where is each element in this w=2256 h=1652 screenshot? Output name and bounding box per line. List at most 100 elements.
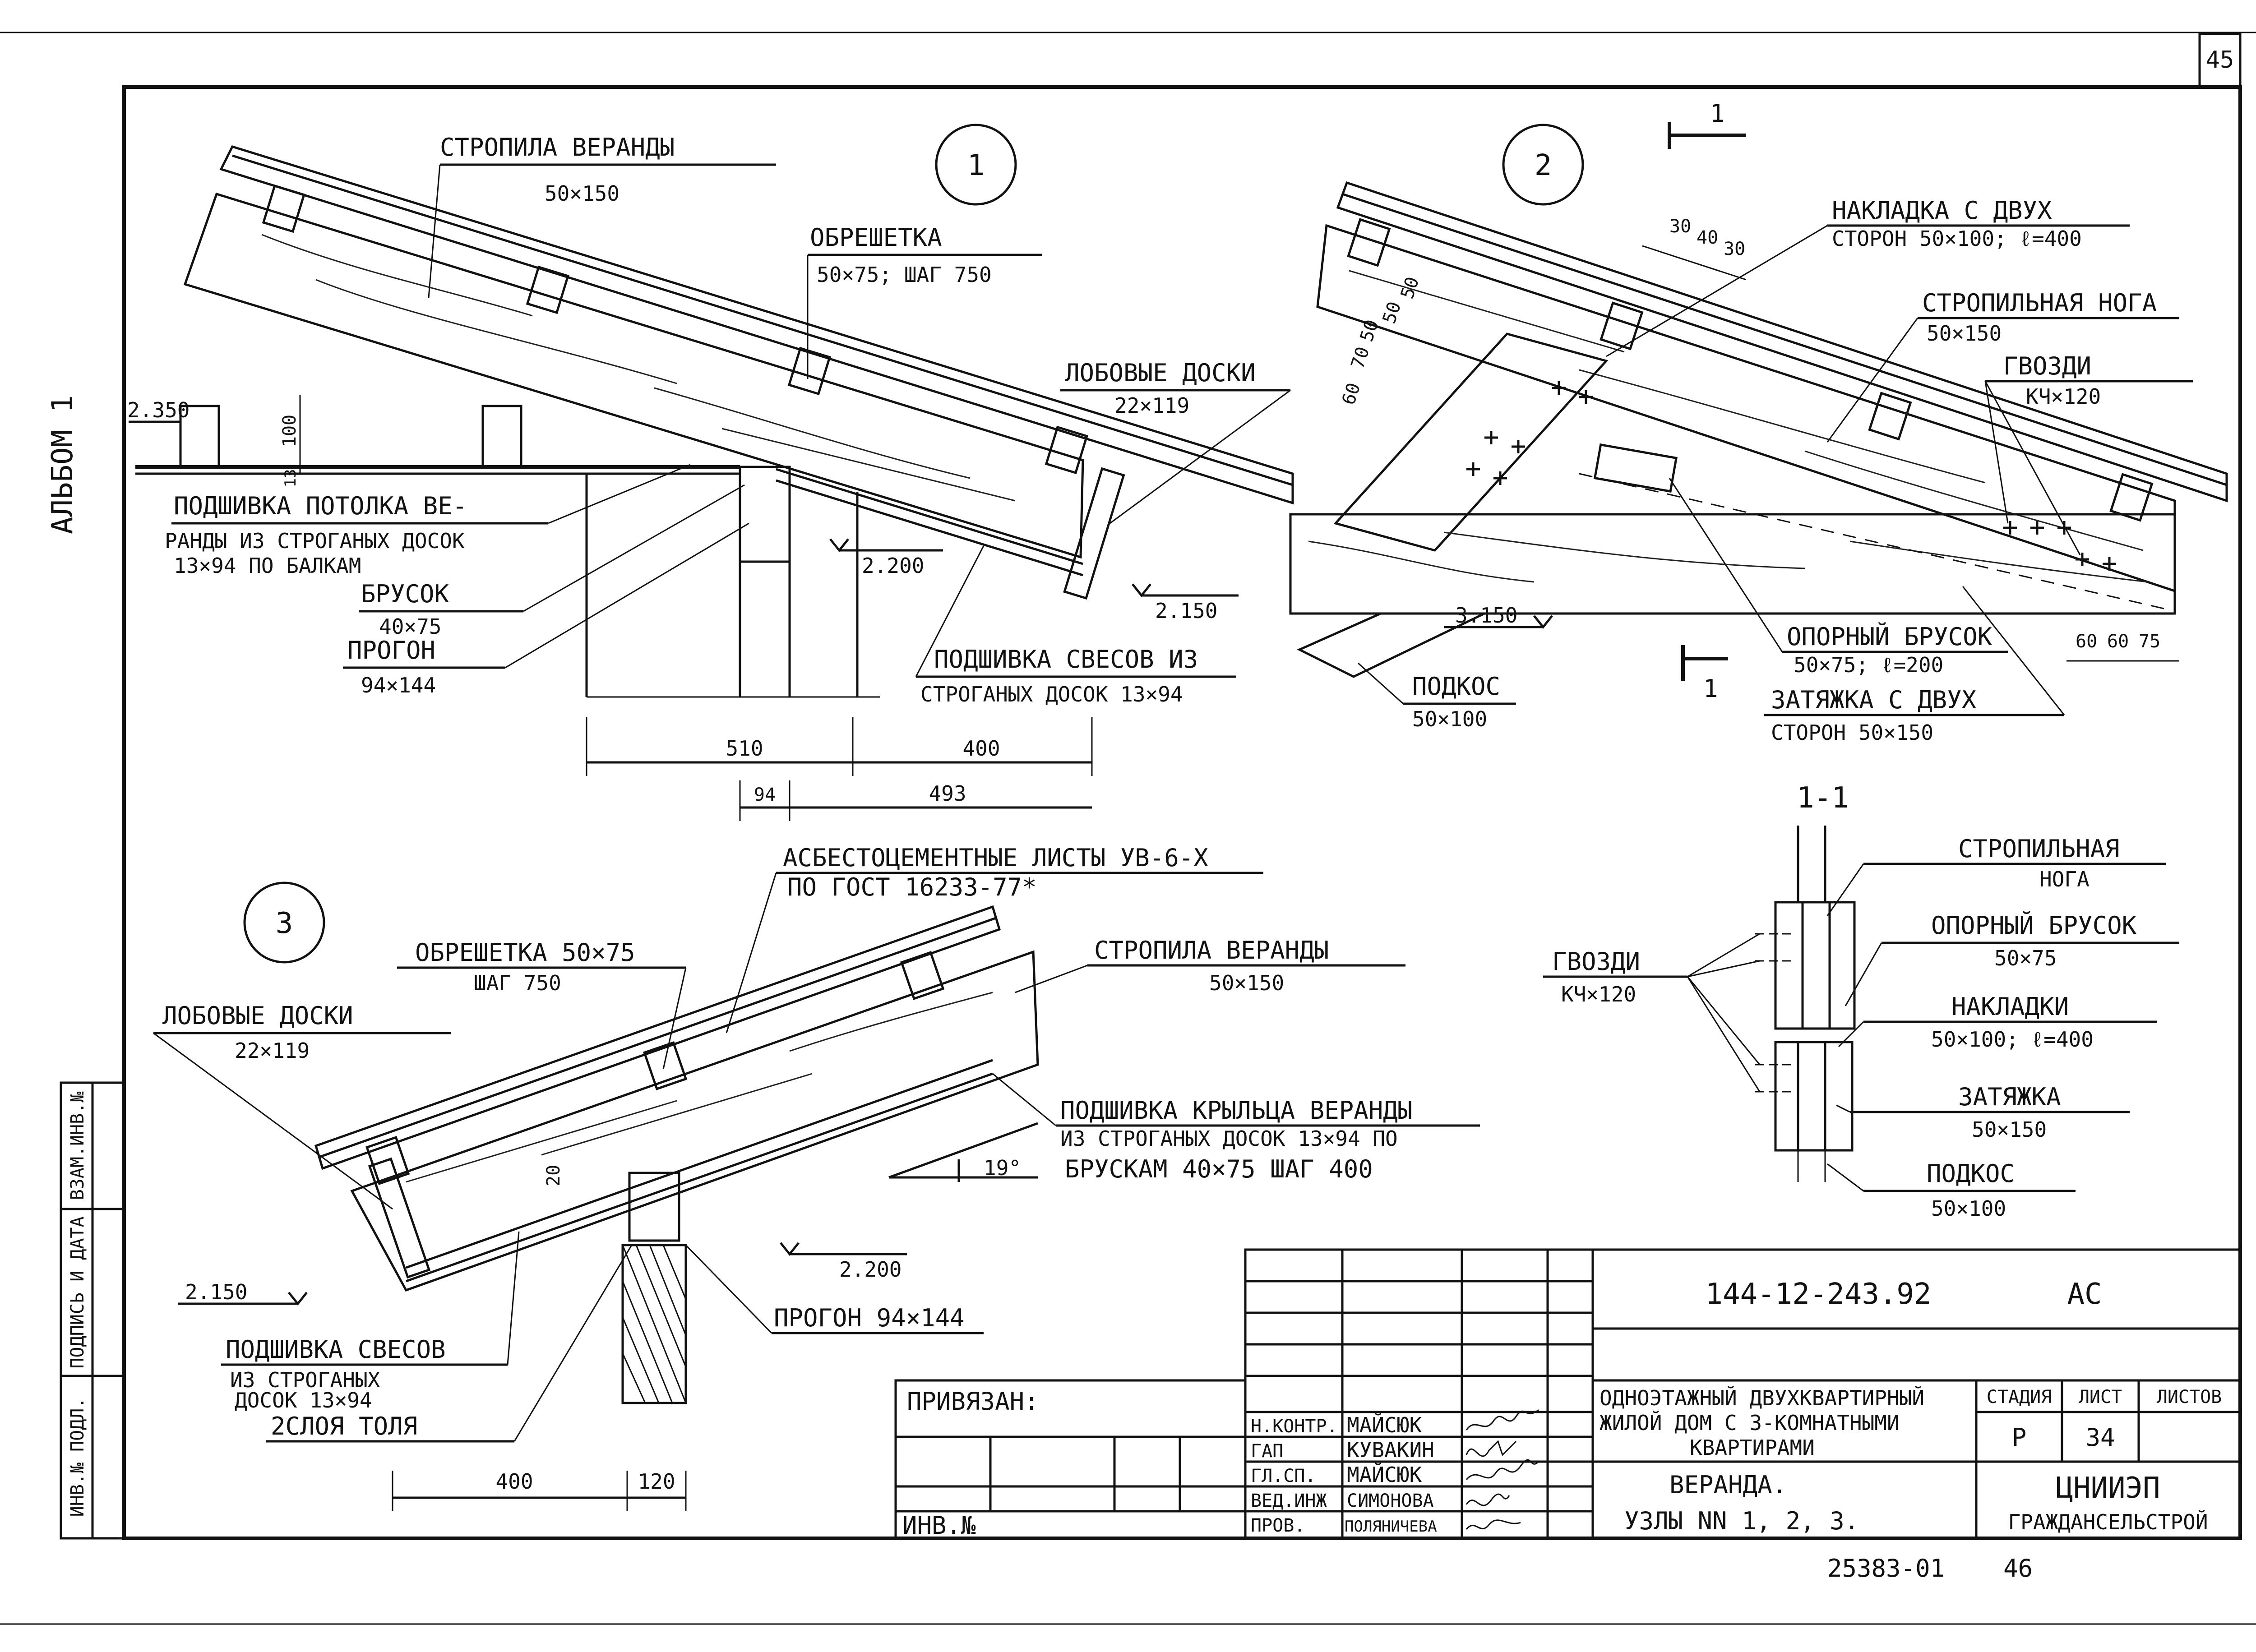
node-3-fascia-label: ЛОБОВЫЕ ДОСКИ (162, 1001, 353, 1030)
node-2-section-mark-top: 1 (1710, 99, 1725, 128)
node-1-rafters-label: СТРОПИЛА ВЕРАНДЫ (440, 133, 675, 162)
node-1-eaves-line1: ПОДШИВКА СВЕСОВ ИЗ (934, 645, 1198, 674)
section-nails-label: ГВОЗДИ (1552, 947, 1640, 976)
node-1-level-mid: 2.200 (862, 554, 924, 578)
node-2-rafter-leg-label: СТРОПИЛЬНАЯ НОГА (1922, 289, 2157, 317)
node-1-dim-100: 100 (279, 415, 300, 447)
node-1-ceiling-line3: 13×94 ПО БАЛКАМ (174, 554, 361, 578)
node-1-dim-510: 510 (726, 736, 763, 761)
title-block-inv-label: ИНВ.№ (902, 1511, 976, 1540)
page-number: 45 (2206, 46, 2234, 74)
node-3-eaves-line3: ДОСОК 13×94 (235, 1388, 372, 1412)
node-2-tie-line2: СТОРОН 50×150 (1771, 720, 1933, 745)
role-4: ПРОВ. (1251, 1515, 1305, 1536)
node-2-tie-line1: ЗАТЯЖКА С ДВУХ (1771, 686, 1977, 714)
node-2-dim-top-2: 40 (1697, 227, 1718, 248)
node-1-dim-493: 493 (929, 781, 966, 806)
node-2-dim-right-2: 60 (2107, 631, 2129, 652)
section-title: 1-1 (1797, 781, 1849, 815)
node-3-porch-line1: ПОДШИВКА КРЫЛЬЦА ВЕРАНДЫ (1060, 1096, 1412, 1125)
node-3-porch-line3: БРУСКАМ 40×75 ШАГ 400 (1065, 1155, 1373, 1183)
section-1-1: 1-1 СТРОПИЛЬНАЯ НОГА ОПОРНЫЙ БРУСОК 50×7… (1543, 781, 2179, 1221)
node-1-fascia-size: 22×119 (1114, 393, 1189, 418)
node-1-dim-400: 400 (962, 736, 1000, 761)
node-2-overlay-line2: СТОРОН 50×100; ℓ=400 (1832, 226, 2082, 251)
node-2-dim-top-1: 30 (1669, 216, 1691, 237)
side-stamp: ИНВ.№ ПОДЛ. ПОДПИСЬ И ДАТА ВЗАМ.ИНВ.№ (60, 1081, 125, 1540)
node-3-lathing-label: ОБРЕШЕТКА 50×75 (415, 938, 635, 967)
sheet-value: 34 (2085, 1423, 2115, 1452)
node-2-overlay-line1: НАКЛАДКА С ДВУХ (1832, 196, 2052, 225)
role-2-name: МАЙСЮК (1347, 1463, 1422, 1487)
role-4-name: ПОЛЯНИЧЕВА (1345, 1518, 1437, 1536)
node-2-dim-side-5: 50 (1397, 274, 1424, 301)
node-2-strut-size: 50×100 (1412, 707, 1487, 731)
node-1-eaves-line2: СТРОГАНЫХ ДОСОК 13×94 (920, 682, 1183, 706)
node-1-bar-size: 40×75 (379, 614, 441, 639)
sheets-label: ЛИСТОВ (2157, 1387, 2222, 1407)
section-strut-label: ПОДКОС (1927, 1159, 2015, 1188)
node-2-dim-top-3: 30 (1724, 239, 1745, 259)
project-line3: КВАРТИРАМИ (1690, 1435, 1815, 1460)
node-3-lathing-step: ШАГ 750 (474, 971, 561, 995)
side-stamp-col3: ВЗАМ.ИНВ.№ (67, 1092, 88, 1200)
node-1-rafters-size: 50×150 (545, 181, 619, 206)
role-0-name: МАЙСЮК (1347, 1413, 1422, 1437)
node-3-porch-line2: ИЗ СТРОГАНЫХ ДОСОК 13×94 ПО (1060, 1126, 1398, 1151)
section-overlays-size: 50×100; ℓ=400 (1931, 1027, 2094, 1052)
node-2-dim-side-1: 60 (1338, 380, 1365, 407)
node-3-number: 3 (276, 907, 293, 940)
node-1-dim-13: 13 (282, 469, 300, 488)
node-3-dim-20: 20 (543, 1165, 564, 1186)
stage-label: СТАДИЯ (1987, 1387, 2052, 1407)
node-2: 2 1 1 3.150 (1289, 99, 2228, 745)
title-block-bound-label: ПРИВЯЗАН: (907, 1387, 1039, 1416)
side-stamp-col1: ИНВ.№ ПОДЛ. (67, 1398, 88, 1517)
node-2-dim-right-3: 75 (2139, 631, 2160, 652)
node-3-rafters-size: 50×150 (1209, 971, 1284, 995)
stage-value: Р (2012, 1423, 2027, 1452)
role-3: ВЕД.ИНЖ (1251, 1490, 1327, 1511)
project-line2: ЖИЛОЙ ДОМ С 3-КОМНАТНЫМИ (1600, 1411, 1900, 1435)
section-strut-size: 50×100 (1931, 1196, 2006, 1221)
org-line2: ГРАЖДАНСЕЛЬСТРОЙ (2008, 1510, 2208, 1534)
node-2-dim-side-4: 50 (1379, 299, 1405, 326)
node-1-ceiling-line2: РАНДЫ ИЗ СТРОГАНЫХ ДОСОК (165, 529, 465, 553)
section-rafter-leg-line1: СТРОПИЛЬНАЯ (1958, 835, 2120, 863)
role-3-name: СИМОНОВА (1347, 1490, 1434, 1511)
project-line1: ОДНОЭТАЖНЫЙ ДВУХКВАРТИРНЫЙ (1600, 1386, 1924, 1410)
node-2-support-bar-line2: 50×75; ℓ=200 (1794, 653, 1943, 677)
node-3-asbestos-line2: ПО ГОСТ 16233-77* (787, 873, 1037, 901)
section-mark: АС (2067, 1278, 2102, 1311)
node-3-asbestos-line1: АСБЕСТОЦЕМЕНТНЫЕ ЛИСТЫ УВ-6-Х (783, 844, 1208, 872)
node-3-dim-120: 120 (638, 1469, 675, 1494)
node-2-section-mark-bottom: 1 (1703, 674, 1718, 703)
role-0: Н.КОНТР. (1251, 1416, 1338, 1437)
role-1: ГАП (1251, 1441, 1283, 1462)
role-1-name: КУВАКИН (1347, 1438, 1434, 1462)
node-2-top-dims: 30 40 30 (1642, 216, 1747, 281)
org-line1: ЦНИИЭП (2056, 1472, 2160, 1505)
node-2-dim-right-1: 60 (2076, 631, 2097, 652)
album-label: АЛЬБОМ 1 (46, 395, 79, 534)
node-2-side-dims: 60 70 50 50 50 (1338, 274, 1424, 407)
side-stamp-col2: ПОДПИСЬ И ДАТА (67, 1216, 88, 1368)
node-1: 1 2.350 2.200 2.1 (127, 124, 1294, 821)
node-1-level-low: 2.150 (1155, 599, 1217, 623)
section-overlays-label: НАКЛАДКИ (1951, 992, 2069, 1021)
node-3-angle: 19° (984, 1156, 1021, 1180)
node-2-dim-side-2: 70 (1347, 344, 1374, 371)
sheet-title-line2: УЗЛЫ NN 1, 2, 3. (1624, 1507, 1859, 1535)
node-2-support-bar-line1: ОПОРНЫЙ БРУСОК (1787, 623, 1992, 651)
node-2-right-dims: 60 60 75 (2066, 631, 2179, 662)
role-2: ГЛ.СП. (1251, 1466, 1316, 1486)
node-2-strut-label: ПОДКОС (1412, 672, 1500, 701)
node-2-rafter-leg-size: 50×150 (1927, 321, 2002, 346)
section-support-bar-label: ОПОРНЫЙ БРУСОК (1931, 911, 2137, 940)
node-3-eaves-line1: ПОДШИВКА СВЕСОВ (226, 1335, 446, 1364)
node-3-eaves-line2: ИЗ СТРОГАНЫХ (230, 1368, 380, 1392)
node-1-dim-94: 94 (754, 784, 776, 805)
node-3-rafters-label: СТРОПИЛА ВЕРАНДЫ (1094, 936, 1329, 964)
sheet-label: ЛИСТ (2079, 1387, 2122, 1407)
